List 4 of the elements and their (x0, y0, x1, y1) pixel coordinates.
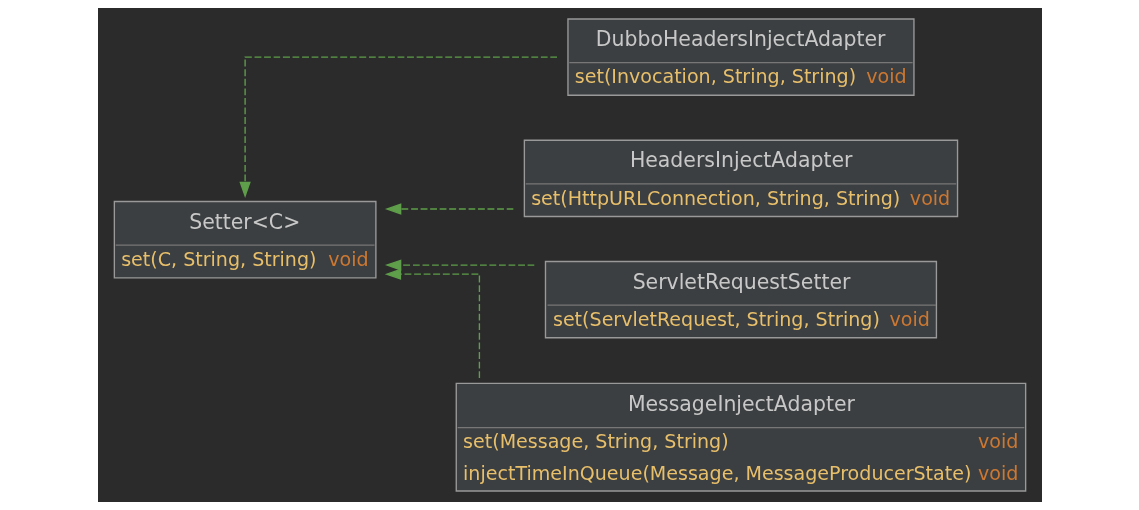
arrow (384, 203, 514, 215)
arrow (384, 259, 535, 271)
arrow (238, 56, 558, 198)
arrow (384, 268, 480, 379)
